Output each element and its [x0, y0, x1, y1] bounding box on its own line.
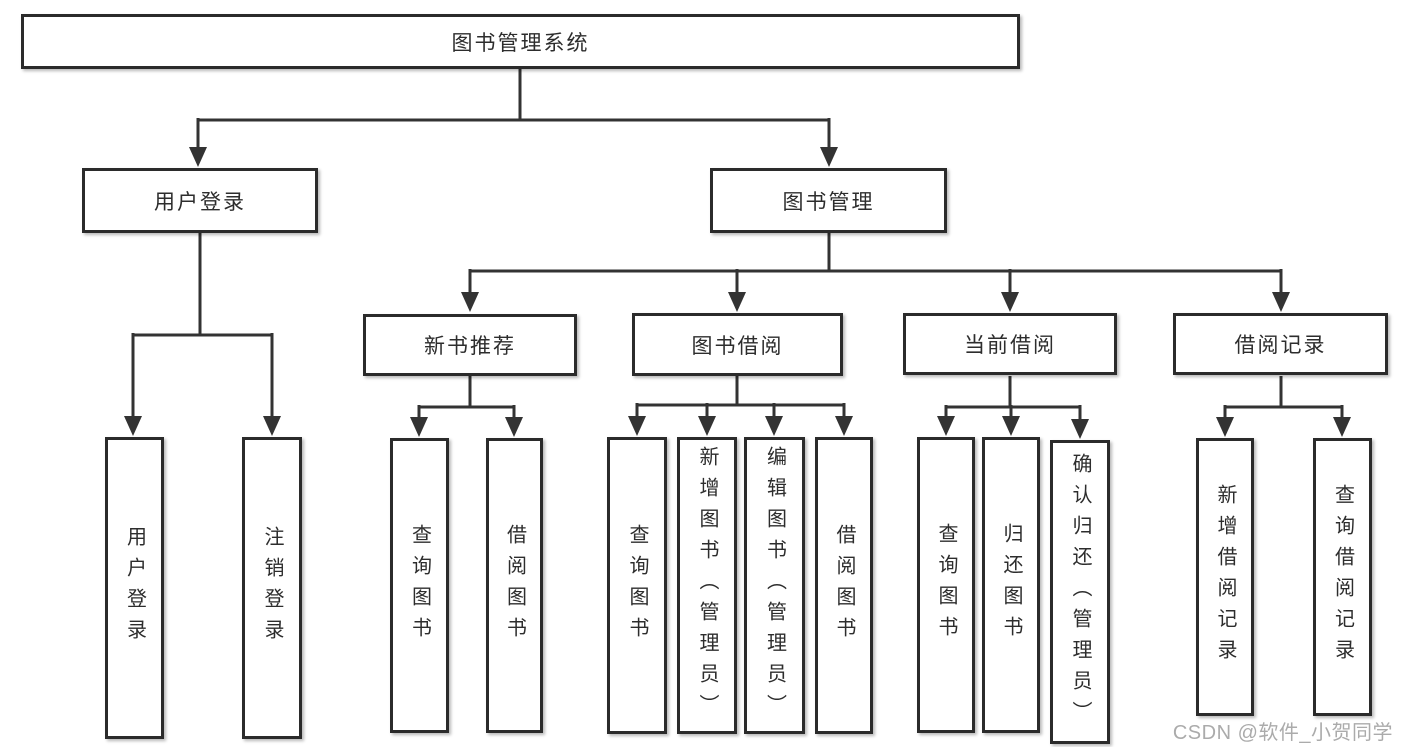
node-new-book-recommend: 新书推荐: [363, 314, 577, 376]
node-book-management-branch: 图书管理: [710, 168, 947, 233]
node-label: 新增图书（管理员）: [696, 446, 718, 725]
node-return-books: 归还图书: [982, 437, 1040, 733]
node-user-login-branch: 用户登录: [82, 168, 318, 233]
node-label: 确认归还（管理员）: [1069, 452, 1091, 732]
node-label: 用户登录: [123, 526, 146, 650]
node-borrow-books-leaf: 借阅图书: [815, 437, 873, 734]
node-user-login-leaf: 用户登录: [105, 437, 164, 739]
node-library-system-root: 图书管理系统: [21, 14, 1020, 69]
node-label: 图书管理: [782, 190, 875, 214]
node-label: 新书推荐: [424, 335, 516, 358]
node-label: 查询图书: [935, 523, 957, 647]
node-label: 注销登录: [261, 526, 283, 650]
node-query-books-borrowing: 查询图书: [607, 437, 667, 734]
node-borrow-books-recommend: 借阅图书: [486, 438, 543, 733]
csdn-watermark: CSDN @软件_小贺同学: [1172, 722, 1393, 744]
node-label: 查询图书: [408, 523, 431, 648]
node-label: 借阅记录: [1234, 334, 1327, 357]
node-confirm-return-admin: 确认归还（管理员）: [1050, 440, 1110, 744]
node-edit-books-admin: 编辑图书（管理员）: [744, 437, 805, 734]
node-book-borrowing: 图书借阅: [632, 313, 843, 376]
node-label: 编辑图书（管理员）: [763, 446, 786, 725]
node-logout-leaf: 注销登录: [242, 437, 302, 739]
node-label: 图书管理系统: [451, 31, 590, 55]
node-query-books-recommend: 查询图书: [390, 438, 449, 733]
node-query-borrow-record: 查询借阅记录: [1313, 438, 1372, 716]
node-label: 借阅图书: [503, 523, 526, 648]
node-label: 新增借阅记录: [1214, 484, 1236, 670]
node-query-books-current: 查询图书: [917, 437, 975, 733]
node-label: 图书借阅: [691, 334, 784, 358]
node-current-borrowing: 当前借阅: [903, 313, 1117, 375]
node-borrow-records: 借阅记录: [1173, 313, 1388, 375]
node-label: 用户登录: [154, 190, 246, 214]
node-label: 查询图书: [626, 523, 648, 648]
node-add-borrow-record: 新增借阅记录: [1196, 438, 1254, 716]
node-label: 归还图书: [1000, 523, 1022, 647]
arrowhead-icons: [124, 147, 1351, 439]
node-label: 借阅图书: [833, 523, 855, 648]
node-label: 当前借阅: [964, 334, 1056, 357]
node-add-books-admin: 新增图书（管理员）: [677, 437, 737, 734]
node-label: 查询借阅记录: [1331, 484, 1354, 670]
